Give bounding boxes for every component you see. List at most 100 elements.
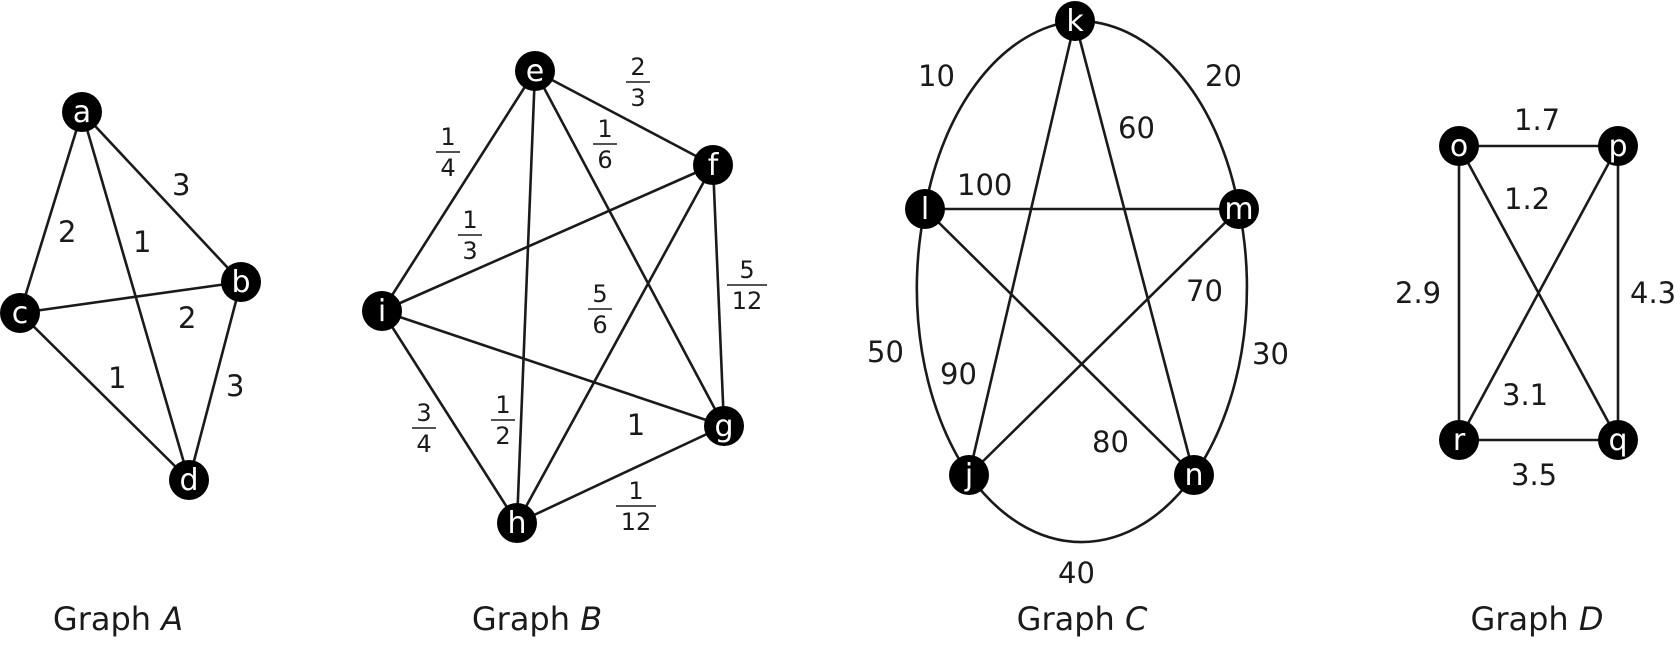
graph-c: 10 20 30 40 50 60 70 80 90 100 k l m j n… (867, 1, 1289, 638)
edge-h-g (516, 424, 725, 525)
node-c: c (0, 293, 40, 333)
weight-i-h: 34 (412, 399, 436, 458)
weight-k-m: 20 (1205, 59, 1242, 93)
edge-p-r (1457, 145, 1620, 441)
weight-i-h-numerator: 3 (416, 399, 431, 427)
node-b-label: b (231, 265, 250, 300)
node-d: d (169, 460, 209, 500)
graph-c-caption-prefix: Graph (1017, 600, 1125, 638)
node-d-label: d (179, 463, 198, 498)
node-g-label: g (714, 409, 733, 444)
edge-l-n (924, 208, 1195, 476)
weight-e-h-denominator: 2 (495, 422, 510, 450)
weight-k-l: 10 (918, 59, 955, 93)
node-f-label: f (708, 148, 720, 183)
weight-c-b: 2 (178, 301, 196, 335)
weight-f-i: 13 (458, 206, 482, 265)
weight-f-g-numerator: 5 (739, 256, 754, 284)
graph-b-caption: Graph B (472, 600, 602, 638)
graph-a: 2 3 1 2 1 3 a b c d Graph A (0, 92, 261, 638)
node-m-label: m (1224, 192, 1253, 227)
edge-m-j (968, 208, 1240, 476)
graph-c-caption: Graph C (1017, 600, 1148, 638)
node-e-label: e (526, 54, 544, 89)
edge-b-d (187, 281, 243, 481)
weight-f-h: 56 (588, 280, 612, 339)
edge-j-l (915, 208, 971, 476)
edge-i-g (381, 309, 725, 428)
weight-a-b: 3 (172, 168, 190, 202)
weight-e-f-numerator: 2 (630, 53, 645, 81)
weight-k-j: 90 (940, 357, 977, 391)
weight-f-g-denominator: 12 (732, 287, 763, 315)
edge-c-b (19, 280, 242, 315)
graph-b: 23 14 16 12 13 512 56 1 34 112 e f g h i… (362, 51, 767, 638)
weight-p-r: 3.1 (1502, 378, 1548, 412)
node-i-label: i (378, 294, 386, 329)
edge-k-j (967, 20, 1077, 476)
weight-f-i-denominator: 3 (462, 237, 477, 265)
weight-e-f-denominator: 3 (630, 84, 645, 112)
weight-h-g-denominator: 12 (621, 508, 652, 536)
node-h: h (497, 503, 537, 543)
weight-i-h-denominator: 4 (416, 430, 431, 458)
node-r-label: r (1453, 423, 1466, 458)
node-m: m (1219, 189, 1259, 229)
weight-n-j: 40 (1058, 556, 1095, 590)
edge-k-n (1073, 20, 1196, 476)
node-k-label: k (1066, 4, 1084, 39)
graph-a-caption-letter: A (159, 600, 183, 638)
weight-a-d: 1 (133, 225, 151, 259)
node-o-label: o (1450, 129, 1468, 164)
node-a-label: a (73, 95, 91, 130)
weight-j-l: 50 (867, 335, 904, 369)
graph-d: 1.7 1.2 2.9 4.3 3.1 3.5 o p q r Graph D (1395, 103, 1676, 638)
weight-h-g-numerator: 1 (628, 477, 643, 505)
weight-l-m: 100 (957, 168, 1012, 202)
node-l-label: l (921, 192, 929, 227)
weight-p-q: 4.3 (1630, 276, 1676, 310)
graph-a-caption-prefix: Graph (53, 600, 161, 638)
graph-b-caption-prefix: Graph (472, 600, 580, 638)
node-n: n (1174, 455, 1214, 495)
graph-d-caption-prefix: Graph (1471, 600, 1579, 638)
weight-i-g: 1 (627, 408, 645, 442)
node-j-label: j (964, 458, 973, 493)
edge-k-m (1074, 19, 1241, 210)
weight-o-r: 2.9 (1395, 276, 1441, 310)
node-q-label: q (1608, 423, 1627, 458)
weight-o-q: 1.2 (1504, 182, 1550, 216)
edge-a-b (81, 111, 242, 283)
edge-f-h (515, 164, 715, 524)
edge-f-g (711, 164, 726, 427)
weight-c-d: 1 (108, 361, 126, 395)
node-b: b (221, 262, 261, 302)
weight-m-j: 70 (1186, 274, 1223, 308)
node-o: o (1439, 126, 1479, 166)
node-p-label: p (1608, 129, 1627, 164)
weight-o-p: 1.7 (1514, 103, 1560, 137)
edge-f-i (381, 163, 714, 313)
weight-b-d: 3 (226, 369, 244, 403)
node-l: l (905, 189, 945, 229)
weight-h-g: 112 (616, 477, 656, 536)
edge-c-d (19, 312, 190, 481)
edge-a-c (18, 111, 84, 314)
weight-m-n: 30 (1252, 337, 1289, 371)
weight-e-g-denominator: 6 (597, 146, 612, 174)
edge-e-i (380, 70, 537, 312)
weight-f-i-numerator: 1 (462, 206, 477, 234)
node-f: f (693, 145, 733, 185)
node-q: q (1598, 420, 1638, 460)
edge-m-n (1192, 208, 1249, 476)
weight-e-g-numerator: 1 (597, 115, 612, 143)
edge-k-l (923, 19, 1076, 210)
weight-k-n: 60 (1118, 111, 1155, 145)
graph-c-caption-letter: C (1125, 600, 1148, 638)
edge-n-j (967, 474, 1196, 544)
edge-i-h (380, 310, 519, 524)
weight-e-g: 16 (593, 115, 617, 174)
weight-f-h-numerator: 5 (592, 280, 607, 308)
graph-d-caption: Graph D (1471, 600, 1604, 638)
